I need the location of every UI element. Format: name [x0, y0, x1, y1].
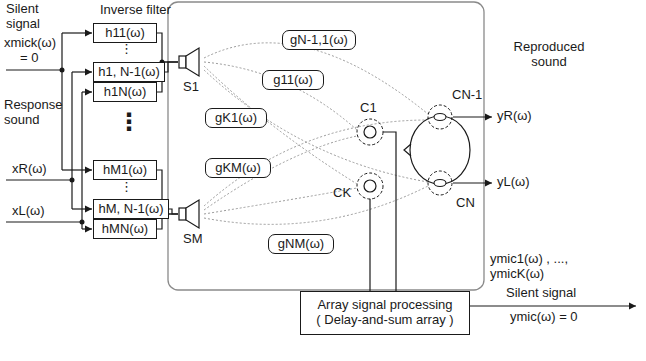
- filter-box: h11(ω): [93, 23, 157, 43]
- box-text: h1, N-1(ω): [98, 65, 159, 80]
- box-text: Array signal processing: [317, 298, 452, 313]
- point-label: CN-1: [452, 88, 482, 103]
- ellipsis: ⋮: [120, 180, 133, 195]
- signal-wire: [157, 33, 178, 62]
- signal-name: yR(ω): [497, 109, 532, 124]
- signal-wire: [169, 209, 178, 214]
- box-text: gKM(ω): [215, 161, 261, 176]
- signal-name: yL(ω): [497, 175, 530, 190]
- point-label: C1: [360, 101, 377, 116]
- signal-value: = 0: [20, 51, 38, 66]
- signal-name: xL(ω): [12, 204, 45, 219]
- loudspeaker: SM: [178, 198, 202, 230]
- room-region: [168, 2, 484, 290]
- listener-head: [404, 105, 470, 195]
- signal-name: xmick(ω): [4, 36, 56, 51]
- transfer-function: gKM(ω): [205, 158, 271, 178]
- ellipsis: ⋮: [117, 108, 141, 136]
- box-text: hM, N-1(ω): [98, 202, 163, 217]
- output-arrow: [470, 305, 636, 306]
- transfer-function: gN-1,1(ω): [282, 30, 356, 50]
- speaker-label: S1: [183, 80, 199, 95]
- signal-label: Silent signal: [6, 2, 62, 32]
- transfer-function: g11(ω): [262, 70, 324, 90]
- group-title: Inverse filter: [100, 3, 171, 18]
- box-text: gN-1,1(ω): [290, 33, 348, 48]
- signal-wire: [165, 62, 178, 72]
- box-text: hM1(ω): [103, 163, 147, 178]
- box-text: h11(ω): [105, 26, 145, 41]
- box-text: g11(ω): [273, 73, 313, 88]
- signal-label: Response sound: [4, 98, 68, 128]
- signal-name: xR(ω): [12, 162, 47, 177]
- loudspeaker: S1: [178, 46, 202, 78]
- transfer-function: gK1(ω): [205, 108, 267, 128]
- box-text: h1N(ω): [104, 85, 147, 100]
- ellipsis: ⋮: [120, 42, 133, 57]
- signal-value: ymic(ω) = 0: [510, 310, 578, 325]
- point-label: CN: [456, 196, 475, 211]
- box-text: gNM(ω): [278, 237, 324, 252]
- ear-output-arrows: [453, 117, 492, 183]
- point-label: CK: [333, 186, 351, 201]
- signal-label: Reproduced sound: [506, 40, 592, 70]
- box-text: ( Delay-and-sum array ): [316, 313, 453, 328]
- box-text: hMN(ω): [102, 222, 148, 237]
- filter-box: h1, N-1(ω): [93, 62, 165, 82]
- mic-wires: [370, 132, 396, 291]
- speaker-icon: [178, 198, 202, 230]
- filter-box: hMN(ω): [93, 219, 157, 239]
- processor-box: Array signal processing( Delay-and-sum a…: [300, 291, 470, 335]
- acoustic-paths: [204, 43, 428, 225]
- input-wires: [6, 33, 92, 229]
- signal-label: Silent signal: [506, 286, 576, 301]
- transfer-function: gNM(ω): [268, 234, 334, 254]
- filter-box: hM1(ω): [93, 160, 157, 180]
- filter-box: hM, N-1(ω): [93, 199, 169, 219]
- microphones: [357, 119, 383, 199]
- box-text: gK1(ω): [215, 111, 257, 126]
- filter-box: h1N(ω): [93, 82, 157, 102]
- speaker-icon: [178, 46, 202, 78]
- speaker-label: SM: [183, 232, 203, 247]
- signal-name: ymic1(ω) , ..., ymicK(ω): [490, 252, 590, 282]
